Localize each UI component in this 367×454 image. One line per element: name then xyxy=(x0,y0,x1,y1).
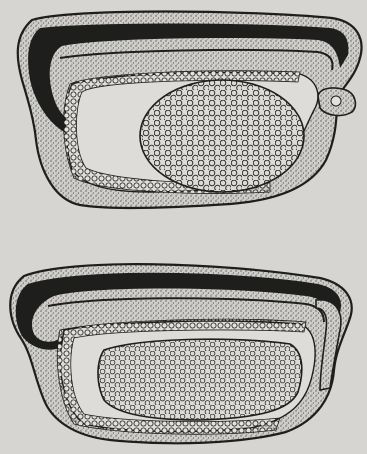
upper-cellular-mass xyxy=(140,80,304,192)
upper-knob-cell xyxy=(331,96,341,106)
lower-cellular-mass xyxy=(98,339,302,420)
lower-seed-drawing xyxy=(10,264,351,443)
upper-seed-drawing xyxy=(18,12,362,208)
